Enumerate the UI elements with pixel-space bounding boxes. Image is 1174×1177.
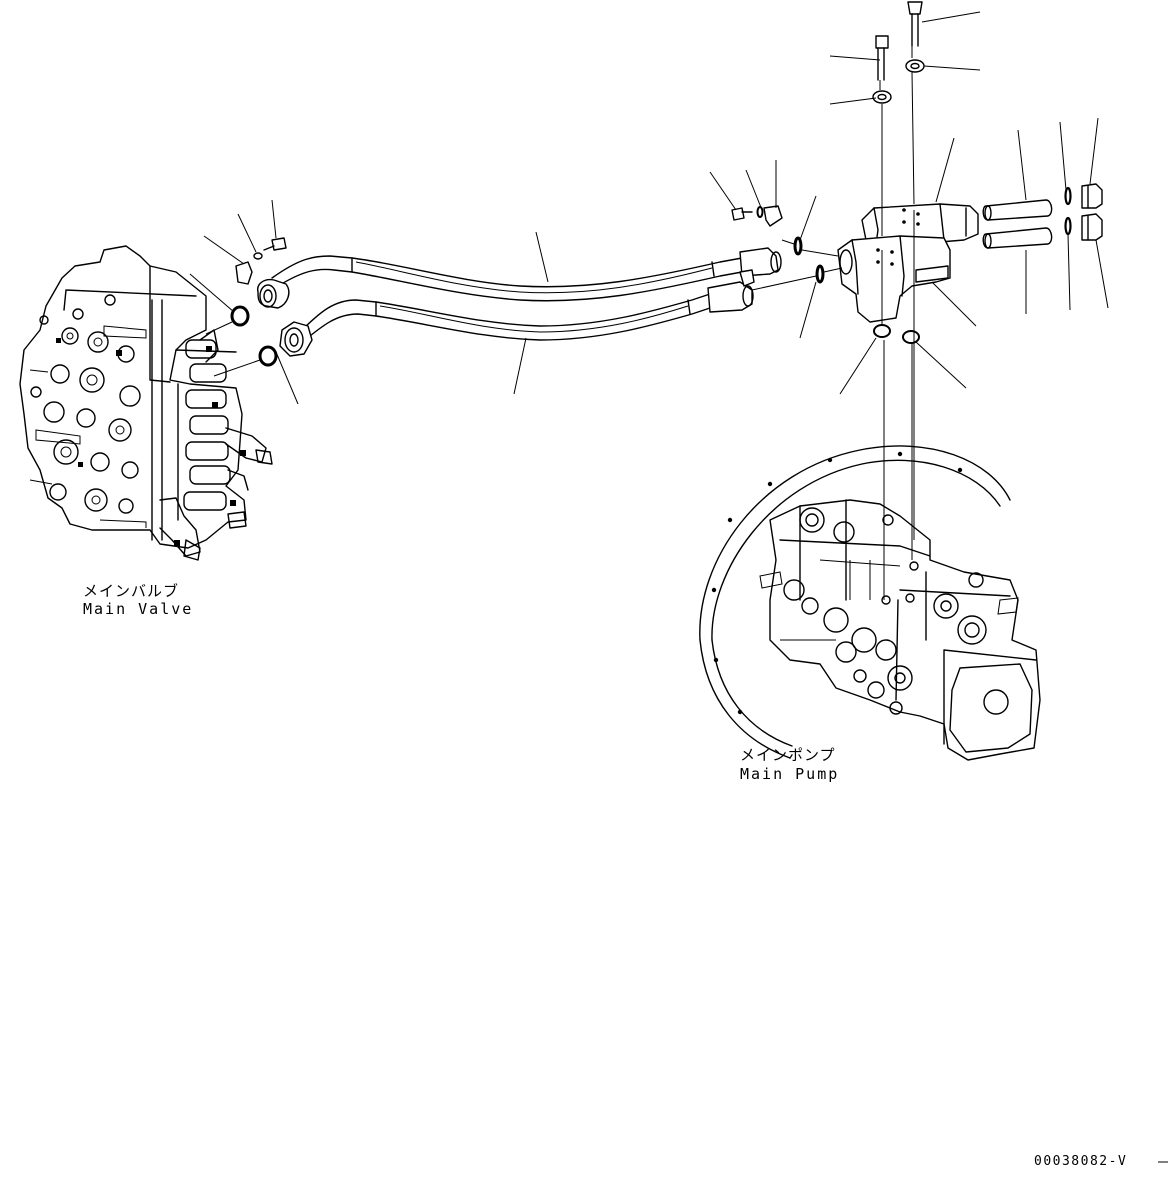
leader-lines <box>189 11 1109 405</box>
main-valve-label-en: Main Valve <box>83 600 194 618</box>
main-pump-label-jp: メインポンプ <box>740 746 836 764</box>
main-valve-label-jp: メインバルブ <box>83 582 180 600</box>
main-pump-drawing <box>699 445 1041 761</box>
manifold-block-drawing <box>837 183 1103 323</box>
fasteners-drawing <box>230 1 925 367</box>
assembly-center-lines <box>205 46 915 600</box>
drawing-code: 00038082-V <box>1034 1154 1128 1169</box>
pipes-drawing <box>235 205 783 357</box>
main-pump-label-en: Main Pump <box>740 765 840 783</box>
main-valve-drawing <box>19 245 273 561</box>
